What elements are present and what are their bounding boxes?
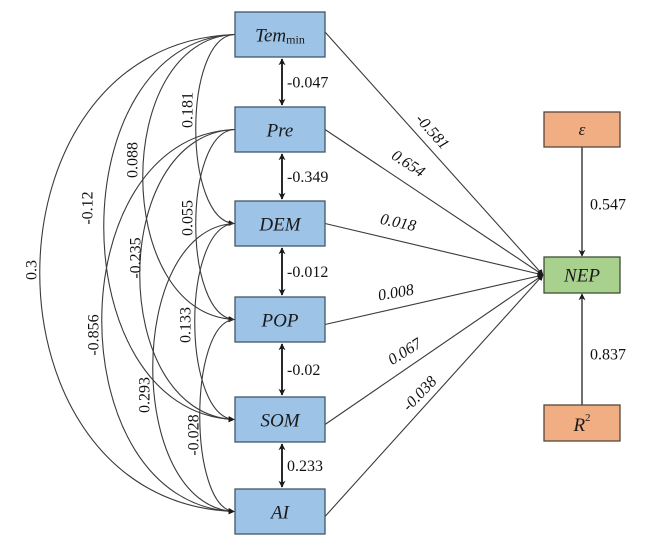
node-label: R2: [572, 412, 590, 436]
node-pre: Pre: [234, 106, 326, 153]
correlation-coef-label: 0.181: [180, 92, 197, 128]
node-label: POP: [261, 310, 299, 331]
adjacent-coef-label: -0.349: [287, 169, 328, 186]
node-box: [234, 396, 326, 443]
node-nep: NEP: [543, 256, 621, 294]
path-pop-to-nep: [324, 273, 544, 326]
node-label-text: Tem: [255, 25, 286, 46]
correlation-coef-label: -0.028: [186, 414, 203, 455]
node-box: [543, 256, 621, 294]
correlation-curve-pre-som: [139, 126, 240, 423]
node-pop: POP: [234, 296, 326, 343]
correlation-coef-label: 0.3: [24, 260, 41, 280]
error-coef-label: 0.547: [590, 197, 626, 214]
correlation-curve-tem-pop: [142, 31, 240, 323]
node-label: NEP: [563, 266, 600, 287]
node-box: [543, 404, 621, 442]
path-coef-label: -0.038: [400, 373, 441, 415]
correlation-coef-label: 0.133: [178, 307, 195, 343]
correlation-coef-label: -0.856: [86, 314, 103, 355]
node-label: AI: [269, 502, 291, 523]
path-dem-to-nep: [324, 222, 544, 277]
path-pre-to-nep: [324, 129, 544, 276]
path-som-to-nep: [324, 274, 544, 425]
correlation-curve-pre-pop: [195, 126, 240, 323]
node-box: [234, 296, 326, 343]
path-coef-label: 0.018: [379, 211, 418, 235]
r2-coef-label: 0.837: [590, 347, 626, 364]
adjacent-coef-label: -0.047: [287, 75, 328, 92]
node-label-text: SOM: [260, 410, 300, 431]
node-ai: AI: [234, 488, 326, 535]
node-dem: DEM: [234, 200, 326, 247]
correlation-coef-label: 0.088: [125, 142, 142, 178]
node-label: Pre: [266, 120, 294, 141]
node-label-text: R: [572, 415, 585, 436]
adjacent-coef-label: 0.233: [287, 458, 323, 475]
adjacent-coef-label: -0.012: [287, 264, 328, 281]
node-label-text: DEM: [258, 214, 301, 235]
node-label-text: AI: [269, 502, 291, 523]
node-som: SOM: [234, 396, 326, 443]
node-label: DEM: [258, 214, 301, 235]
correlation-curves: [39, 31, 240, 515]
node-label: SOM: [260, 410, 300, 431]
correlation-curve-dem-som: [194, 220, 240, 423]
node-error: ε: [543, 111, 621, 148]
correlation-coef-label: -0.12: [80, 191, 97, 224]
node-label: ε: [579, 120, 586, 139]
adjacent-coef-label: -0.02: [287, 362, 320, 379]
paths-to-nep: [324, 31, 544, 517]
correlation-curve-tem-ai: [39, 31, 240, 515]
correlation-coef-label: 0.055: [180, 200, 197, 236]
node-box: [234, 106, 326, 153]
correlation-curve-pre-ai: [101, 126, 240, 515]
node-box: [543, 111, 621, 148]
node-tem: Temmin: [234, 11, 326, 58]
node-box: [234, 488, 326, 535]
path-ai-to-nep: [324, 274, 544, 517]
node-box: [234, 200, 326, 247]
coefficient-labels: 0.3 -0.12 0.088 0.181 -0.856 -0.235 0.055 0.293…: [24, 75, 627, 476]
node-label-text: Pre: [266, 120, 294, 141]
correlation-curve-pop-ai: [199, 316, 240, 515]
path-coef-label: -0.581: [412, 111, 452, 153]
correlation-curve-tem-dem: [195, 31, 240, 227]
path-coef-label: 0.067: [385, 335, 425, 369]
node-label-superscript: 2: [585, 412, 591, 424]
adjacent-correlations: [278, 58, 586, 488]
node-box: [234, 11, 326, 58]
path-tem-to-nep: [324, 31, 544, 276]
correlation-coef-label: -0.235: [128, 237, 145, 278]
node-label-subscript: min: [286, 33, 305, 47]
correlation-coef-label: 0.293: [137, 377, 154, 413]
correlation-curve-dem-ai: [152, 220, 240, 515]
correlation-curve-tem-som: [103, 31, 240, 423]
path-coef-label: 0.008: [377, 282, 415, 305]
node-label-text: POP: [261, 310, 299, 331]
node-label: Temmin: [255, 25, 305, 47]
node-r2: R2: [543, 404, 621, 442]
